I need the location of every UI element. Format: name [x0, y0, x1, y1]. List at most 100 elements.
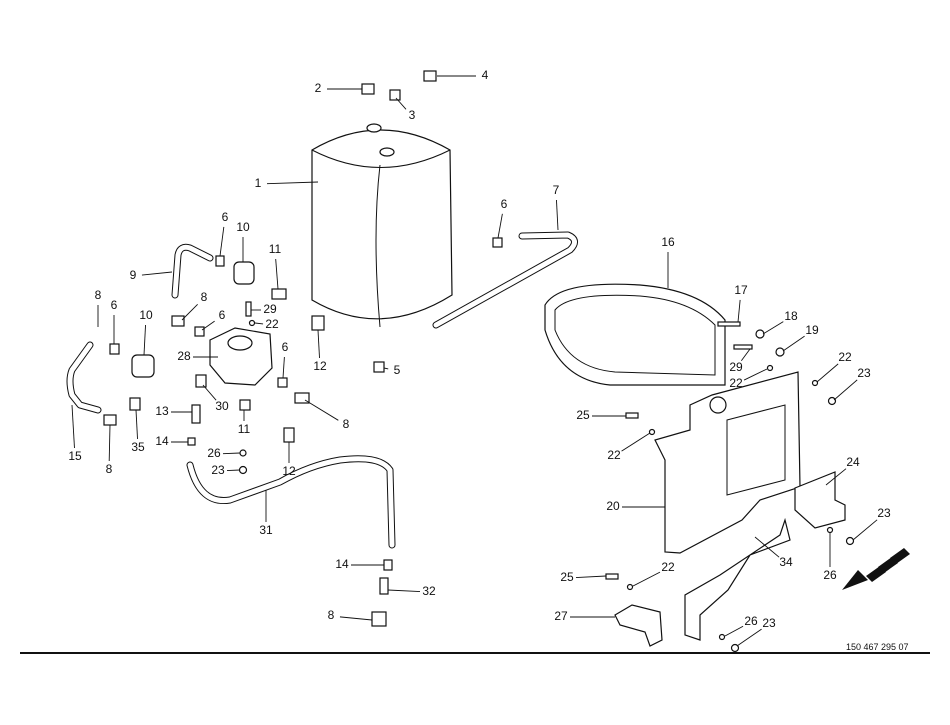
callout-number: 31 [259, 523, 273, 537]
callout-number: 13 [155, 404, 169, 418]
leader-line [632, 571, 661, 587]
callout-number: 34 [779, 555, 793, 569]
callout-number: 12 [282, 464, 296, 478]
callout-number: 29 [263, 302, 277, 316]
callout-number: 19 [805, 323, 819, 337]
callout-number: 14 [335, 557, 349, 571]
callout-number: 29 [729, 360, 743, 374]
callout-number: 6 [282, 340, 289, 354]
callout-number: 8 [95, 288, 102, 302]
leader-line [762, 321, 784, 335]
callout-number: 6 [222, 210, 229, 224]
valve-28 [209, 327, 273, 386]
callout-number: 22 [729, 376, 743, 390]
callout-number: 26 [207, 446, 221, 460]
leader-line [383, 367, 389, 370]
callout-number: 7 [553, 183, 560, 197]
callout-number: 23 [877, 506, 891, 520]
leader-line [825, 468, 847, 486]
leader-line [282, 356, 285, 379]
leader-line [833, 379, 858, 401]
callout-number: 23 [211, 463, 225, 477]
callout-number: 14 [155, 434, 169, 448]
drawing-number: 150 467 295 07 [846, 642, 909, 652]
callout-number: 18 [784, 309, 798, 323]
callout-number: 25 [576, 408, 590, 422]
callout-number: 30 [215, 399, 229, 413]
callout-number: 6 [111, 298, 118, 312]
callout-number: 35 [131, 440, 145, 454]
callout-number: 8 [106, 462, 113, 476]
callout-number: 8 [328, 608, 335, 622]
leader-line [782, 335, 805, 352]
leader-line [737, 299, 741, 323]
callout-number: 22 [265, 317, 279, 331]
leader-line [201, 320, 215, 331]
plate-20 [654, 371, 801, 554]
bracket-34 [684, 517, 791, 641]
callout-number: 12 [313, 359, 327, 373]
forward-direction-arrow [842, 548, 910, 590]
leader-line [736, 628, 762, 647]
leader-line [141, 271, 173, 276]
leader-line [108, 424, 111, 462]
air-tank [311, 123, 453, 328]
callout-number: 1 [255, 176, 262, 190]
leader-line [181, 304, 198, 321]
fittings [103, 70, 503, 627]
leader-line [743, 368, 768, 381]
callout-number: 11 [269, 242, 282, 256]
valve-10 [131, 354, 155, 378]
callout-number: 15 [68, 449, 82, 463]
leader-line [339, 616, 373, 621]
leader-line [202, 384, 217, 401]
valve-10 [233, 261, 255, 285]
leader-line [275, 258, 279, 290]
leader-line [621, 432, 651, 452]
callout-number: 20 [606, 499, 620, 513]
leader-line [317, 329, 320, 359]
title-block-rule [20, 652, 930, 654]
leader-line [556, 199, 559, 231]
leader-line [222, 452, 241, 455]
leader-line [226, 469, 241, 472]
callout-number: 26 [823, 568, 837, 582]
callout-number: 32 [422, 584, 436, 598]
callout-number: 28 [177, 349, 191, 363]
leader-line [143, 324, 146, 356]
leader-line [497, 213, 503, 239]
leader-line [266, 181, 319, 185]
callout-number: 11 [238, 422, 251, 436]
callout-number: 24 [846, 455, 860, 469]
leader-line [852, 519, 878, 541]
callout-number: 4 [482, 68, 489, 82]
callout-number: 10 [139, 308, 153, 322]
callout-number: 10 [236, 220, 250, 234]
bolts-17-18-19 [605, 321, 855, 653]
callout-number: 17 [734, 283, 748, 297]
leader-line [254, 322, 264, 325]
leader-line [816, 363, 839, 383]
callout-number: 23 [762, 616, 776, 630]
callout-number: 23 [857, 366, 871, 380]
callout-number: 22 [661, 560, 675, 574]
leader-line [304, 399, 339, 421]
callout-number: 22 [607, 448, 621, 462]
leader-line [71, 404, 75, 449]
callout-number: 3 [409, 108, 416, 122]
leader-line [135, 409, 138, 440]
callout-number: 25 [560, 570, 574, 584]
leader-line [724, 625, 744, 637]
leader-line [575, 575, 607, 578]
callout-number: 26 [744, 614, 758, 628]
leader-line [754, 536, 780, 558]
callout-number: 8 [343, 417, 350, 431]
callout-number: 9 [130, 268, 137, 282]
strap-16 [544, 283, 726, 386]
leader-line [387, 589, 421, 593]
callout-number: 27 [554, 609, 568, 623]
callout-number: 8 [201, 290, 208, 304]
leader-line [219, 226, 225, 257]
callout-number: 5 [394, 363, 401, 377]
